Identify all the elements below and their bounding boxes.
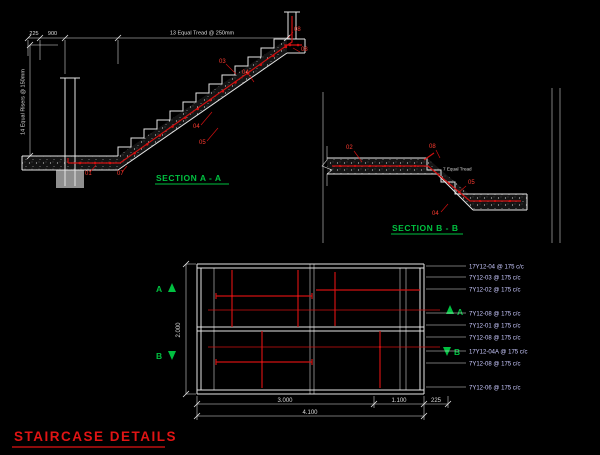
plan-section-cut-lines <box>208 309 440 348</box>
bar-mark-label: 04 <box>432 211 439 217</box>
plan-rebar-dots <box>230 294 382 364</box>
rebar-callout: 7Y12-08 @ 175 c/c <box>469 362 520 368</box>
plan-view: A B A B 17Y12-04 @ 175 c/c 7Y12-03 @ 175… <box>156 260 527 420</box>
dim-flight: 3.000 <box>277 398 293 404</box>
bar-mark-label: 07 <box>117 171 124 177</box>
section-marker-b-right: B <box>454 347 461 357</box>
treads-note: 13 Equal Tread @ 250mm <box>170 31 235 37</box>
dim-total: 4.100 <box>302 410 318 416</box>
bar-mark-label: 05 <box>468 180 475 186</box>
bar-mark-label: 08 <box>301 47 308 53</box>
section-b-rebar-dots <box>338 164 512 203</box>
section-a-title: SECTION A - A <box>156 173 222 183</box>
risers-note: 14 Equal Risers @ 150mm <box>21 69 27 135</box>
drawing-title: STAIRCASE DETAILS <box>14 429 177 444</box>
section-a: 08 08 03 04 04 05 01 07 225 900 13 Equal… <box>21 11 308 188</box>
rebar-callout: 7Y12-08 @ 175 c/c <box>469 312 520 318</box>
rebar-callout: 17Y12-04A @ 175 c/c <box>469 350 527 356</box>
dim-landing: 1.100 <box>391 398 407 404</box>
section-b-title: SECTION B - B <box>392 223 458 233</box>
section-b-outline <box>327 157 528 211</box>
dim-wall: 225 <box>431 398 442 404</box>
bar-mark-label: 04 <box>242 70 249 76</box>
section-marker-b-left: B <box>156 351 163 361</box>
plan-inner-lines <box>213 264 407 394</box>
bar-mark-label: 08 <box>429 144 436 150</box>
rebar-callout: 7Y12-03 @ 175 c/c <box>469 276 520 282</box>
section-b-lower-slab-fill <box>469 194 527 210</box>
section-a-rebar-dots <box>78 43 300 165</box>
section-b-grid-lines <box>322 88 561 243</box>
section-marker-a-right: A <box>457 307 464 317</box>
bar-mark-label: 03 <box>219 59 226 65</box>
bar-mark-label: 04 <box>193 124 200 130</box>
section-b-treads-note: 7 Equal Tread <box>443 167 472 172</box>
plan-dim-lines <box>185 263 449 420</box>
rebar-callout: 17Y12-04 @ 175 c/c <box>469 265 524 271</box>
section-a-outline <box>21 11 306 186</box>
section-b: 02 08 05 04 7 Equal Tread SECTION B - B <box>321 88 561 243</box>
title-block: STAIRCASE DETAILS <box>12 429 177 448</box>
section-a-leader-lines <box>89 31 301 173</box>
section-arrow-a-right <box>446 305 454 314</box>
bar-mark-label: 02 <box>346 145 353 151</box>
dim-width: 2.000 <box>176 322 182 338</box>
dim-offset: 225 <box>29 31 38 37</box>
plan-outline <box>196 263 425 395</box>
rebar-callout: 7Y12-01 @ 175 c/c <box>469 324 520 330</box>
rebar-callout: 7Y12-06 @ 175 c/c <box>469 386 520 392</box>
section-a-footing <box>56 170 84 188</box>
rebar-callout: 7Y12-02 @ 175 c/c <box>469 288 520 294</box>
rebar-callout: 7Y12-08 @ 175 c/c <box>469 336 520 342</box>
section-a-dim-lines <box>27 37 290 157</box>
callout-leader-lines <box>426 265 466 388</box>
plan-dim-ticks <box>182 260 452 420</box>
plan-rebar <box>215 270 420 388</box>
section-b-break-line <box>321 146 333 186</box>
bar-mark-label: 01 <box>85 171 92 177</box>
section-arrow-b-right <box>443 347 451 356</box>
section-arrow-b-left <box>168 351 176 360</box>
bar-mark-label: 05 <box>199 140 206 146</box>
bar-mark-label: 08 <box>294 27 301 33</box>
dim-wall: 900 <box>48 31 57 37</box>
section-a-dim-ticks <box>24 34 291 160</box>
section-arrow-a-left <box>168 283 176 292</box>
section-b-leader-lines <box>353 149 467 213</box>
section-marker-a-left: A <box>156 284 163 294</box>
